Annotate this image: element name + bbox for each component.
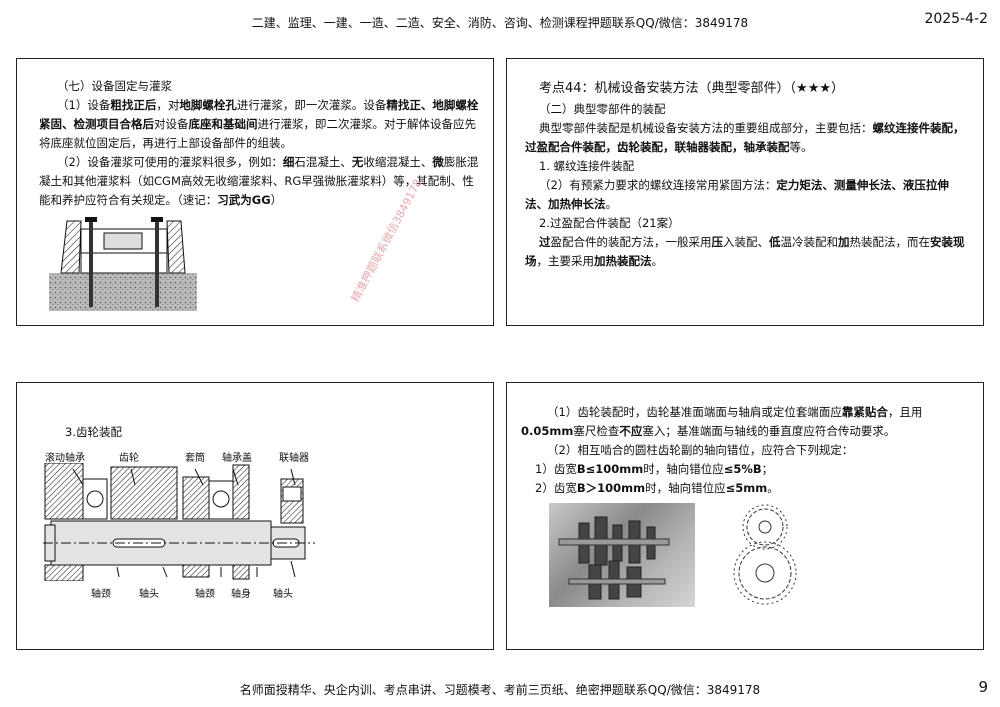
paragraph: 过盈配合件的装配方法，一般采用压入装配、低温冷装配和加热装配法，而在安装现场，主… (525, 235, 965, 268)
label-bearing-cover: 轴承盖 (222, 453, 252, 464)
subheading: （二）典型零部件的装配 (539, 102, 666, 116)
label-shaft-head: 轴头 (273, 589, 293, 600)
footer-text: 名师面授精华、央企内训、考点串讲、习题模考、考前三页纸、绝密押题联系QQ/微信：… (239, 683, 761, 697)
label-gear: 齿轮 (119, 453, 139, 464)
label-shaft-body: 轴身 (231, 589, 251, 600)
item-heading: 1. 螺纹连接件装配 (539, 159, 635, 173)
label-sleeve: 套筒 (185, 453, 205, 464)
gear-photo (549, 503, 695, 607)
rule-line: 1）齿宽B≤100mm时，轴向错位应≤5%B； (535, 462, 774, 476)
header-title: 二建、监理、一建、一造、二造、安全、消防、咨询、检测课程押题联系QQ/微信：38… (251, 16, 749, 30)
heading: 3.齿轮装配 (65, 425, 122, 439)
paragraph: 典型零部件装配是机械设备安装方法的重要组成部分，主要包括：螺纹连接件装配，过盈配… (525, 121, 965, 154)
label-rolling-bearing: 滚动轴承 (45, 453, 85, 464)
paragraph: （1）设备粗找正后，对地脚螺栓孔进行灌浆，即一次灌浆。设备精找正、地脚螺栓紧固、… (39, 98, 479, 150)
slide-gear-requirements: （1）齿轮装配时，齿轮基准面端面与轴肩或定位套端面应靠紧贴合，且用0.05mm塞… (506, 382, 984, 650)
foundation-bolt-figure (49, 217, 197, 311)
page-number: 9 (978, 678, 988, 696)
label-coupling: 联轴器 (279, 453, 309, 464)
slide-title: 考点44：机械设备安装方法（典型零部件）（★★★） (539, 81, 845, 96)
heading: （七）设备固定与灌浆 (57, 79, 172, 93)
header-date: 2025-4-2 (924, 11, 988, 27)
label-journal: 轴颈 (195, 589, 215, 600)
slide-gear-assembly: 3.齿轮装配 滚动轴承 齿轮 套筒 轴承盖 联轴器 (16, 382, 494, 650)
label-journal: 轴颈 (91, 589, 111, 600)
slide-typical-parts: 考点44：机械设备安装方法（典型零部件）（★★★） （二）典型零部件的装配 典型… (506, 58, 984, 326)
shaft-assembly-figure (43, 463, 315, 581)
paragraph: （1）齿轮装配时，齿轮基准面端面与轴肩或定位套端面应靠紧贴合，且用0.05mm塞… (521, 405, 923, 438)
paragraph: （2）相互啮合的圆柱齿轮副的轴向错位，应符合下列规定： (547, 443, 854, 457)
gear-mesh-figure (733, 504, 797, 605)
paragraph: （2）设备灌浆可使用的灌浆料很多，例如：细石混凝土、无收缩混凝土、微膨胀混凝土和… (39, 155, 479, 207)
label-shaft-head: 轴头 (139, 589, 159, 600)
paragraph: （2）有预紧力要求的螺纹连接常用紧固方法：定力矩法、测量伸长法、液压拉伸法、加热… (525, 178, 949, 211)
item-heading: 2.过盈配合件装配（21案） (539, 216, 680, 230)
rule-line: 2）齿宽B＞100mm时，轴向错位应≤5mm。 (535, 481, 779, 495)
slide-equipment-grouting: （七）设备固定与灌浆 （1）设备粗找正后，对地脚螺栓孔进行灌浆，即一次灌浆。设备… (16, 58, 494, 326)
